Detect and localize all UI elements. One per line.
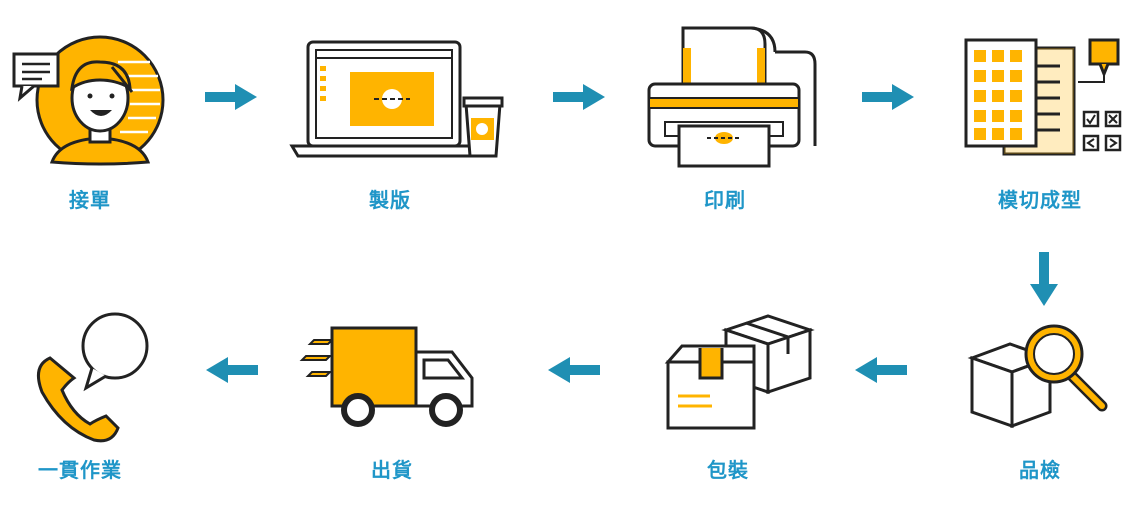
step-plate-making: 製版 xyxy=(289,22,504,252)
die-cut-sheet-icon xyxy=(964,38,1122,156)
step-printing: 印刷 xyxy=(625,22,825,252)
step-label: 接單 xyxy=(69,188,111,212)
delivery-truck-icon xyxy=(299,326,474,427)
laptop-design-icon xyxy=(289,40,504,158)
step-die-cutting: 模切成型 xyxy=(940,22,1140,252)
process-flow-diagram: 接單 製版 xyxy=(0,22,1140,482)
phone-chat-icon xyxy=(36,312,149,443)
customer-service-icon xyxy=(12,35,165,166)
step-quality-inspection: 品檢 xyxy=(940,292,1140,522)
flow-arrow-left-icon xyxy=(548,357,600,383)
step-packaging: 包裝 xyxy=(628,292,828,522)
flow-arrow-right-icon xyxy=(553,84,605,110)
printer-icon xyxy=(647,26,817,168)
inspection-icon xyxy=(967,324,1108,429)
step-label: 包裝 xyxy=(707,458,749,482)
step-label: 模切成型 xyxy=(998,188,1082,212)
step-one-stop-service: 一貫作業 xyxy=(0,292,180,522)
flow-arrow-right-icon xyxy=(205,84,257,110)
flow-arrow-down-icon xyxy=(1030,252,1058,306)
flow-arrow-left-icon xyxy=(855,357,907,383)
step-label: 製版 xyxy=(369,188,411,212)
packaging-boxes-icon xyxy=(664,314,815,430)
flow-arrow-right-icon xyxy=(862,84,914,110)
step-label: 品檢 xyxy=(1019,458,1061,482)
step-shipping: 出貨 xyxy=(292,292,492,522)
step-label: 印刷 xyxy=(704,188,746,212)
step-order-intake: 接單 xyxy=(0,22,190,252)
step-label: 出貨 xyxy=(371,458,413,482)
step-label: 一貫作業 xyxy=(38,458,122,482)
flow-arrow-left-icon xyxy=(206,357,258,383)
